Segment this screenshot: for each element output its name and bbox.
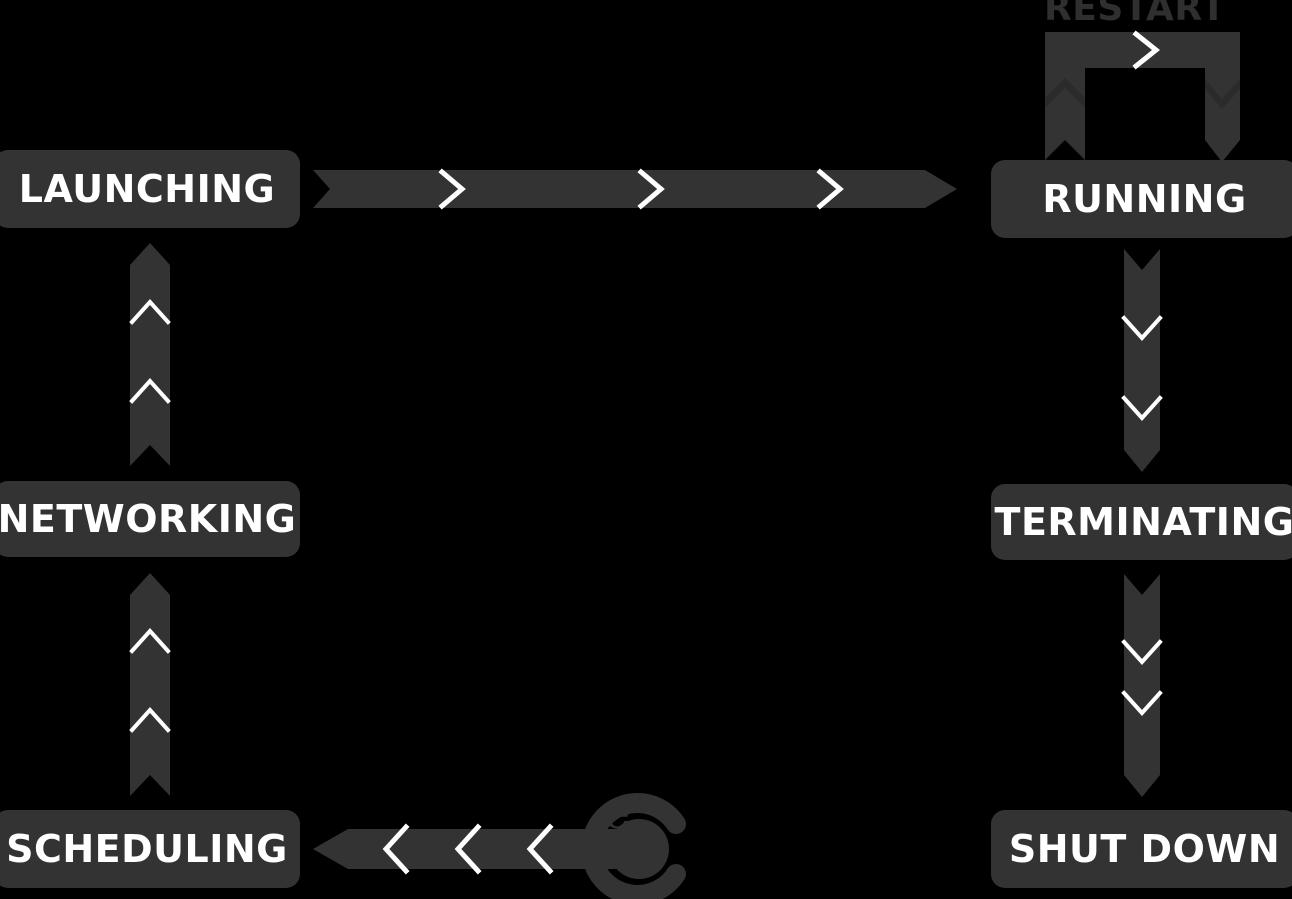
- arrow-terminating-to-shutdown-body: [1124, 574, 1160, 797]
- state-label-terminating: TERMINATING: [994, 500, 1292, 544]
- state-node-running[interactable]: RUNNING: [991, 160, 1292, 238]
- arrow-running-to-terminating-chevron-1: [1121, 315, 1163, 341]
- state-node-networking[interactable]: NETWORKING: [0, 481, 300, 557]
- arrow-shutdown-to-scheduling-chevron-3: [526, 823, 554, 875]
- transition-label-restart: RESTART: [1044, 0, 1227, 29]
- cropped-glyph-inner-dot: [609, 819, 669, 879]
- arrow-networking-to-launching-body: [130, 243, 170, 466]
- restart-loop-head-notch: [1205, 79, 1240, 109]
- arrow-running-to-terminating-body: [1124, 249, 1160, 472]
- arrow-running-to-terminating-chevron-2: [1121, 395, 1163, 421]
- arrow-launching-to-running-body: [313, 170, 957, 208]
- restart-loop-tail-notch: [1045, 78, 1085, 108]
- state-label-shutdown: SHUT DOWN: [1008, 827, 1281, 871]
- arrow-terminating-to-shutdown: [1121, 574, 1163, 797]
- state-label-networking: NETWORKING: [0, 497, 297, 541]
- arrow-shutdown-to-scheduling: [313, 823, 640, 875]
- arrow-launching-to-running-chevron-1: [438, 168, 466, 210]
- arrow-running-to-running-restart: [1045, 30, 1240, 162]
- state-label-scheduling: SCHEDULING: [6, 827, 288, 871]
- arrow-running-to-terminating: [1121, 249, 1163, 472]
- state-label-launching: LAUNCHING: [18, 167, 276, 211]
- arrow-networking-to-launching: [129, 243, 171, 466]
- arrow-networking-to-launching-chevron-2: [129, 378, 171, 404]
- state-node-terminating[interactable]: TERMINATING: [991, 484, 1292, 560]
- state-node-launching[interactable]: LAUNCHING: [0, 150, 300, 228]
- arrow-networking-to-launching-chevron-1: [129, 299, 171, 325]
- state-node-scheduling[interactable]: SCHEDULING: [0, 810, 300, 888]
- cropped-glyph-letter-e: e: [604, 788, 631, 839]
- arrow-launching-to-running-chevron-3: [816, 168, 844, 210]
- arrow-scheduling-to-networking-chevron-2: [129, 707, 171, 733]
- arrow-launching-to-running: [313, 168, 957, 210]
- arrow-terminating-to-shutdown-chevron-1: [1121, 639, 1163, 665]
- arrow-shutdown-to-scheduling-chevron-2: [454, 823, 482, 875]
- arrow-scheduling-to-networking: [129, 573, 171, 796]
- cropped-glyph-artifact: [581, 793, 686, 899]
- arrow-scheduling-to-networking-body: [130, 573, 170, 796]
- arrow-launching-to-running-chevron-2: [637, 168, 665, 210]
- arrow-terminating-to-shutdown-chevron-2: [1121, 690, 1163, 716]
- arrow-scheduling-to-networking-chevron-1: [129, 628, 171, 654]
- restart-loop-right-descender: [1205, 32, 1240, 162]
- state-label-running: RUNNING: [1042, 177, 1247, 221]
- restart-loop-chevron-1: [1132, 30, 1161, 70]
- arrow-shutdown-to-scheduling-chevron-1: [382, 823, 410, 875]
- cropped-glyph-c-outline: [581, 793, 686, 899]
- state-node-shutdown[interactable]: SHUT DOWN: [991, 810, 1292, 888]
